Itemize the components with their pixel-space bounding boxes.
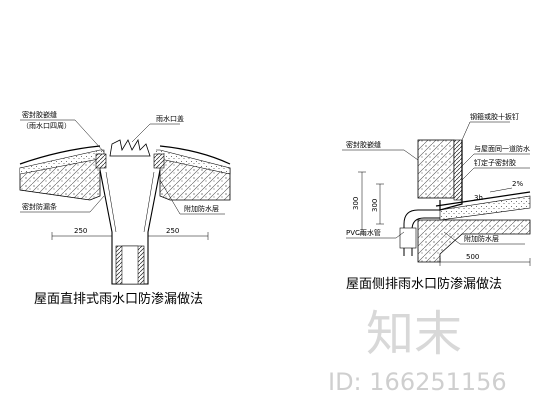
left-top-line-left [19,145,101,165]
left-label-sealant: 密封胶嵌缝 [22,110,57,119]
right-label-extra-layer: 钉定子密封胶 [474,158,516,167]
right-label-steel-strip: 钢箍或胶十扳钉 [470,112,519,121]
right-slope-arrow [489,187,513,193]
right-leader-extra-wp [443,231,525,245]
right-dim-vert-2 [376,183,384,225]
right-dim-h2: 300 [371,199,379,212]
left-dim-line-right [147,232,209,240]
left-label-extra-waterproof: 附加防水层 [184,204,219,213]
right-label-membrane-note: 与屋面同一道防水 [474,144,530,153]
right-leader-extra [461,167,530,181]
left-top-line-right [159,145,231,165]
left-collar-right [153,153,165,169]
left-drain-pipe-inner [121,245,139,285]
left-collar-left [95,153,107,169]
left-drain-inner [105,171,155,233]
left-membrane-right [155,149,231,175]
left-title: 屋面直排式雨水口防渗漏做法 [34,291,203,307]
right-dim-base: 500 [466,253,479,261]
watermark-id: ID: 166251156 [328,368,507,396]
right-leader-pvc [346,231,405,239]
right-side-drain-detail: 密封胶嵌缝 钢箍或胶十扳钉 与屋面同一道防水 钉定子密封胶 PVC雨水管 附加防… [342,112,531,292]
left-label-sealing-strip: 密封防漏条 [22,202,57,211]
right-dim-base-line [439,258,531,266]
left-leader-grate [131,123,180,143]
right-leader-sealant [342,149,419,161]
right-roof-slab [417,219,531,263]
right-label-sealant: 密封胶嵌缝 [346,140,381,149]
left-dim-right: 250 [166,227,179,235]
left-grate-cap [109,138,151,157]
left-roof-drain-detail: 密封胶嵌缝 （雨水口四周） 雨水口盖 密封防漏条 附加防水层 250 250 屋… [19,110,231,307]
left-leader-strip [20,195,105,213]
right-title: 屋面侧排雨水口防渗漏做法 [346,276,502,292]
left-dim-left: 250 [74,227,87,235]
left-label-sealant-note: （雨水口四周） [22,121,71,130]
right-parapet-wall [417,139,455,199]
right-dim-h1: 300 [352,197,360,210]
right-pvc-outlet [399,227,417,249]
right-roof-layers [439,195,531,221]
left-label-grate: 雨水口盖 [156,114,184,123]
left-membrane-left [19,149,105,175]
right-label-pvc-outlet: PVC雨水管 [346,228,381,237]
right-membrane-edge [439,140,463,211]
left-leader-sealant [20,119,105,153]
right-roof-top [435,191,531,207]
right-dim-small: 3h [474,194,483,202]
right-dim-slope: 2% [512,180,523,188]
right-leader-membrane [461,153,530,167]
left-dim-line-left [51,232,113,240]
right-wall-finish [453,139,463,201]
left-leader-extra [159,179,225,215]
right-leader-steel [461,121,510,141]
right-dim-vert-1 [358,171,366,235]
watermark-brand: 知末 [366,306,462,362]
right-label-extra-waterproof: 附加防水层 [464,234,499,243]
